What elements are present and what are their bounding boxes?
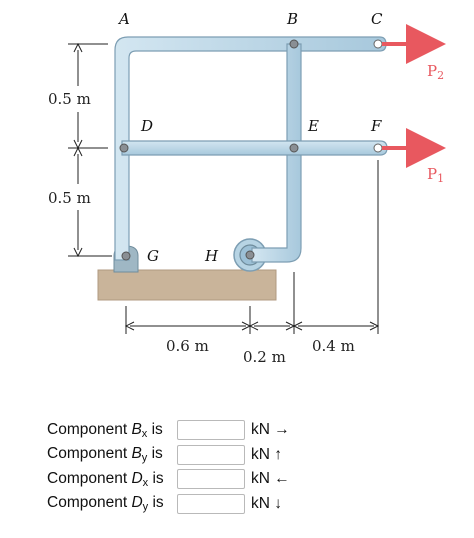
- dim-label-g-to-h: 0.6 m: [166, 337, 209, 355]
- answer-unit-by: kN ↑: [251, 445, 282, 463]
- pin-b: [289, 39, 299, 49]
- pin-h: [245, 250, 255, 260]
- dx-input[interactable]: [177, 469, 245, 490]
- answer-label-dx: Component Dx is: [47, 469, 164, 489]
- dim-label-upper-vertical: 0.5 m: [48, 90, 91, 108]
- answer-label-bx: Component Bx is: [47, 420, 163, 440]
- pin-d: [119, 143, 129, 153]
- pin-c: [373, 39, 383, 49]
- answer-unit-dx: kN ←: [251, 470, 290, 488]
- horizontal-dimension: [124, 160, 380, 334]
- vertical-dimension: [68, 42, 112, 258]
- pin-g: [121, 251, 131, 261]
- pin-e: [289, 143, 299, 153]
- ground-support: [97, 269, 277, 301]
- answer-form: Component Bx is kN → Component By is kN …: [47, 418, 290, 516]
- frame-diagram: P2 P1 A B C D E F G H 0.5 m 0.5 m: [48, 10, 446, 366]
- answer-label-dy: Component Dy is: [47, 494, 164, 514]
- load-label-p1: P1: [427, 165, 444, 185]
- answer-row-by: Component By is kN ↑: [47, 443, 290, 468]
- load-label-p2: P2: [427, 62, 444, 82]
- answer-unit-dy: kN ↓: [251, 494, 282, 512]
- dim-label-e-to-f: 0.4 m: [312, 337, 355, 355]
- dim-label-h-to-e: 0.2 m: [243, 348, 286, 366]
- dim-label-lower-vertical: 0.5 m: [48, 189, 91, 207]
- dy-input[interactable]: [177, 493, 245, 514]
- by-input[interactable]: [177, 444, 245, 465]
- point-label-g: G: [147, 247, 159, 265]
- point-label-d: D: [140, 117, 153, 135]
- point-label-b: B: [286, 10, 298, 28]
- point-label-c: C: [371, 10, 383, 28]
- point-label-f: F: [370, 117, 382, 135]
- answer-row-dy: Component Dy is kN ↓: [47, 492, 290, 517]
- answer-row-bx: Component Bx is kN →: [47, 418, 290, 443]
- answer-label-by: Component By is: [47, 445, 163, 465]
- point-label-h: H: [204, 247, 219, 265]
- pin-f: [373, 143, 383, 153]
- answer-row-dx: Component Dx is kN ←: [47, 467, 290, 492]
- answer-unit-bx: kN →: [251, 421, 290, 439]
- bx-input[interactable]: [177, 420, 245, 441]
- point-label-e: E: [307, 117, 319, 135]
- point-label-a: A: [117, 10, 130, 28]
- member-def: [121, 140, 388, 156]
